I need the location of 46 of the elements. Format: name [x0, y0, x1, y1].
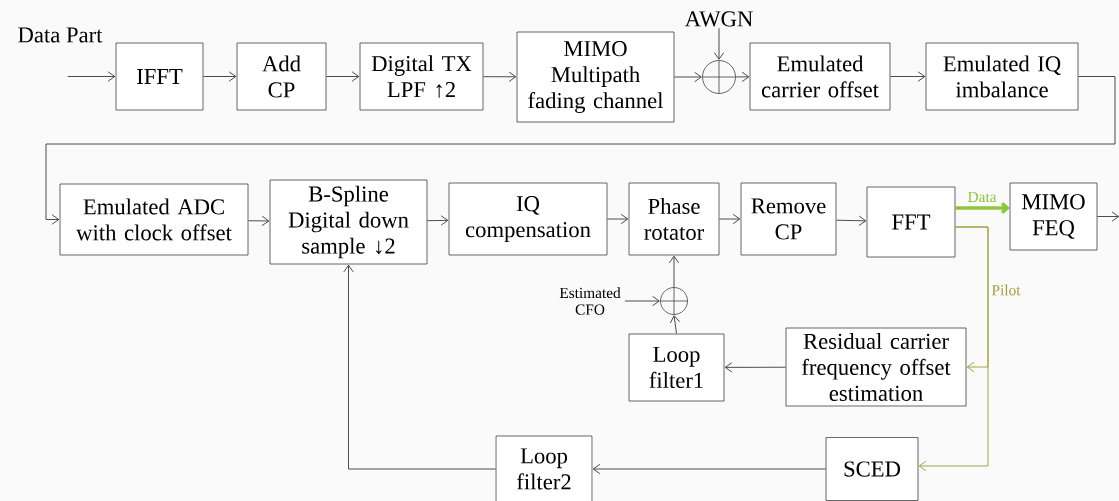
- edge-label: Pilot: [990, 283, 1022, 297]
- arrow: [202, 71, 237, 82]
- input-label: AWGN: [684, 11, 753, 27]
- arrow: [724, 362, 787, 373]
- arrow: [668, 255, 680, 288]
- arrow: [918, 226, 989, 472]
- process-box: B-Spline Digital down sample ↓2: [269, 179, 428, 265]
- arrow: [1096, 211, 1119, 222]
- process-box: MIMO Multipath fading channel: [516, 31, 675, 123]
- process-box: Emulated IQ imbalance: [925, 42, 1079, 111]
- process-box: Loop filter2: [495, 435, 593, 501]
- process-box: Loop filter1: [628, 333, 725, 402]
- arrow: [247, 215, 270, 227]
- process-box: IFFT: [115, 42, 204, 111]
- process-box: Residual carrier frequency offset estimation: [785, 327, 967, 407]
- process-box: Add CP: [236, 42, 327, 111]
- process-box: Remove CP: [740, 182, 837, 256]
- process-box: Emulated carrier offset: [749, 42, 891, 111]
- arrow: [606, 213, 629, 225]
- arrow: [669, 315, 681, 335]
- arrow: [673, 71, 702, 83]
- process-box: Phase rotator: [628, 182, 720, 256]
- input-label: Estimated CFO: [559, 287, 621, 315]
- summing-junction: [702, 60, 736, 94]
- arrow: [67, 71, 116, 82]
- arrow: [835, 215, 867, 226]
- arrow: [482, 71, 517, 82]
- summing-junction: [660, 287, 688, 315]
- process-box: IQ compensation: [448, 182, 608, 256]
- arrow: [592, 463, 827, 475]
- process-box: Digital TX LPF ↑2: [359, 42, 484, 111]
- input-label: Data Part: [18, 27, 103, 43]
- arrow: [325, 71, 360, 82]
- arrow: [343, 264, 497, 470]
- arrow: [735, 71, 750, 83]
- arrow: [624, 295, 660, 307]
- arrow: [955, 202, 1010, 214]
- process-box: FFT: [866, 186, 956, 258]
- process-box: Emulated ADC with clock offset: [59, 183, 249, 256]
- arrow: [718, 213, 741, 225]
- arrow: [45, 76, 1116, 225]
- arrow: [426, 215, 449, 226]
- process-box: SCED: [825, 437, 919, 501]
- arrow: [889, 71, 926, 82]
- process-box: MIMO FEQ: [1009, 182, 1098, 251]
- arrow: [713, 27, 725, 60]
